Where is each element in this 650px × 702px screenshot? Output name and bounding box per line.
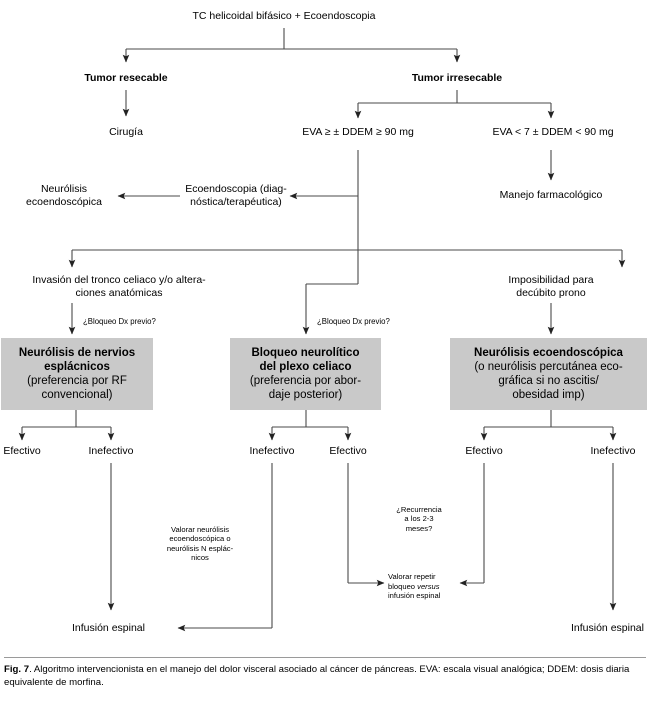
annotation-repeat-post: infusión espinal <box>388 591 441 601</box>
node-invasion-tronco-celiaco: Invasión del tronco celiaco y/o altera- … <box>32 274 206 299</box>
node-tumor-irresectable: Tumor irresecable <box>411 72 503 84</box>
terminal-infusion-espinal-right: Infusión espinal <box>571 622 644 634</box>
box-eus-neurolysis: Neurólisis ecoendoscópica (o neurólisis … <box>450 338 647 410</box>
box1-normal-text: (preferencia por RF convencional) <box>27 375 127 401</box>
caption-divider <box>4 657 646 658</box>
caption-figure-number: Fig. 7 <box>4 664 30 675</box>
node-root: TC helicoidal bifásico + Ecoendoscopia <box>192 10 376 22</box>
annotation-valorar-repetir-bloqueo: Valorar repetir bloqueo versus infusión … <box>388 563 472 601</box>
annotation-valorar-neurolisis: Valorar neurólisis ecoendoscópica o neur… <box>166 525 234 563</box>
outcome-box2-effective: Efectivo <box>329 445 367 457</box>
box-splanchnic-nerve-neurolysis: Neurólisis de nervios esplácnicos (prefe… <box>1 338 153 410</box>
annotation-recurrencia: ¿Recurrencia a los 2-3 meses? <box>396 505 442 533</box>
annotation-repeat-pre: Valorar repetir bloqueo <box>388 572 436 591</box>
node-eva-high: EVA ≥ ± DDEM ≥ 90 mg <box>302 126 414 138</box>
box1-bold-text: Neurólisis de nervios esplácnicos <box>18 347 136 373</box>
figure-caption: Fig. 7. Algoritmo intervencionista en el… <box>4 664 646 689</box>
node-ecoendoscopia-diagnostica: Ecoendoscopia (diag- nóstica/terapéutica… <box>185 183 287 208</box>
outcome-box2-ineffective: Inefectivo <box>249 445 295 457</box>
outcome-box1-effective: Efectivo <box>3 445 41 457</box>
node-eva-low: EVA < 7 ± DDEM < 90 mg <box>492 126 614 138</box>
label-bloqueo-dx-previo-1: ¿Bloqueo Dx previo? <box>83 317 156 326</box>
box2-bold-text: Bloqueo neurolítico del plexo celiaco <box>251 347 360 373</box>
box-celiac-plexus-block: Bloqueo neurolítico del plexo celiaco (p… <box>230 338 381 410</box>
outcome-box3-ineffective: Inefectivo <box>590 445 636 457</box>
box3-normal-text: (o neurólisis percutánea eco- gráfica si… <box>474 361 623 401</box>
terminal-infusion-espinal-left: Infusión espinal <box>72 622 145 634</box>
node-manejo-farmacologico: Manejo farmacológico <box>499 189 603 201</box>
outcome-box3-effective: Efectivo <box>465 445 503 457</box>
node-cirugia: Cirugía <box>109 126 143 138</box>
node-imposibilidad-decubito-prono: Imposibilidad para decúbito prono <box>508 274 594 299</box>
outcome-box1-ineffective: Inefectivo <box>88 445 134 457</box>
annotation-repeat-versus: versus <box>417 581 440 591</box>
node-neurolisis-ecoendoscopica-left: Neurólisis ecoendoscópica <box>26 183 102 208</box>
node-tumor-resectable: Tumor resecable <box>84 72 168 84</box>
label-bloqueo-dx-previo-2: ¿Bloqueo Dx previo? <box>317 317 390 326</box>
box2-normal-text: (preferencia por abor- daje posterior) <box>249 375 362 401</box>
box3-bold-text: Neurólisis ecoendoscópica <box>474 347 623 359</box>
caption-body: . Algoritmo intervencionista en el manej… <box>4 664 630 688</box>
